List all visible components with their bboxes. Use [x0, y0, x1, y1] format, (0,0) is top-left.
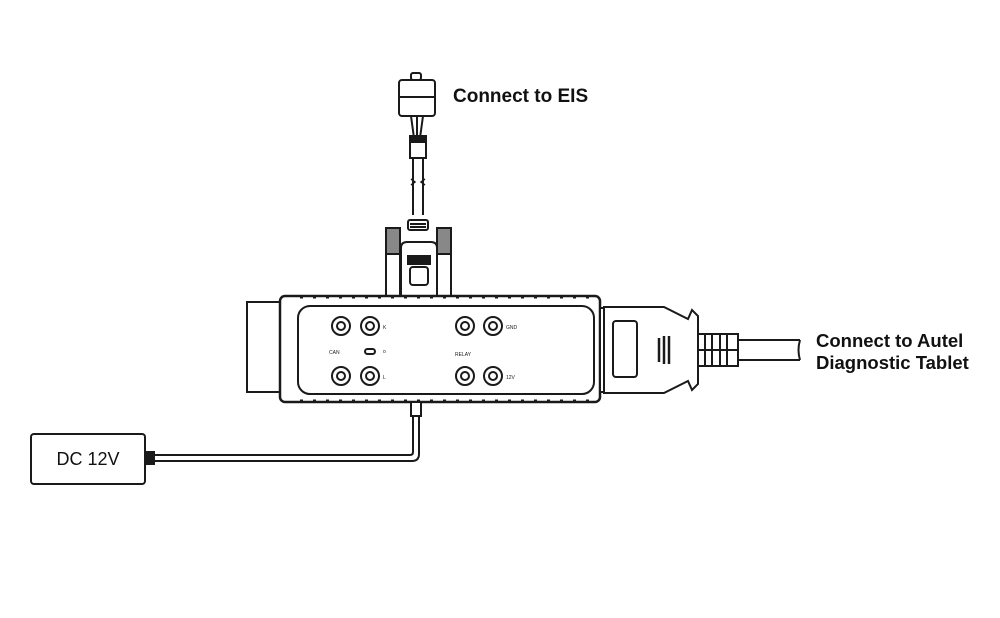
db9-connector — [385, 219, 452, 299]
tablet-label: Connect to Autel Diagnostic Tablet — [816, 330, 969, 374]
eis-label: Connect to EIS — [453, 86, 589, 107]
svg-text:K: K — [383, 325, 387, 331]
eis-plug — [398, 72, 436, 215]
adapter-box: K L o CAN GND 12V RELAY — [246, 294, 602, 417]
svg-text:12V: 12V — [506, 375, 516, 381]
svg-text:GND: GND — [506, 325, 518, 331]
power-supply-box: DC 12V — [30, 433, 146, 485]
tablet-label-line1: Connect to Autel — [816, 330, 964, 351]
tablet-plug — [599, 306, 801, 394]
power-supply-label: DC 12V — [56, 448, 120, 469]
tablet-label-line2: Diagnostic Tablet — [816, 352, 969, 373]
power-cable — [145, 416, 420, 465]
svg-text:RELAY: RELAY — [455, 352, 472, 358]
svg-text:o: o — [383, 349, 386, 355]
svg-text:CAN: CAN — [329, 350, 340, 356]
svg-text:L: L — [383, 375, 386, 381]
